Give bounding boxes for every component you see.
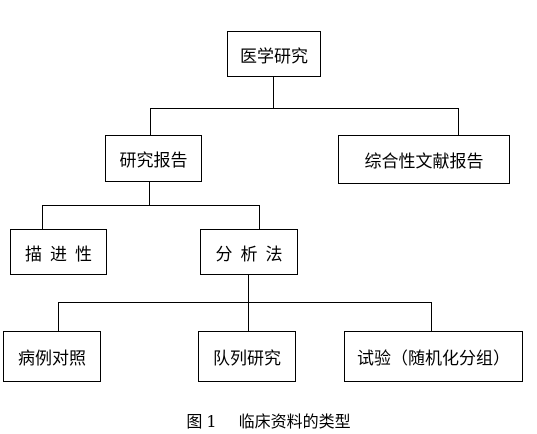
node-label: 队列研究 (213, 349, 281, 369)
node-cohort-study: 队列研究 (198, 331, 296, 382)
figure-label: 图 (186, 412, 203, 431)
node-medical-research: 医学研究 (227, 31, 321, 77)
node-label: 分析法 (215, 244, 291, 265)
node-case-control: 病例对照 (3, 331, 101, 382)
figure-number: 1 (206, 412, 217, 431)
node-randomized-trial: 试验（随机化分组） (344, 331, 523, 382)
node-label: 研究报告 (119, 151, 188, 171)
node-label: 医学研究 (240, 46, 308, 67)
node-label: 描进性 (25, 244, 100, 265)
node-label: 试验（随机化分组） (357, 349, 510, 369)
node-descriptive: 描进性 (10, 229, 107, 275)
node-research-report: 研究报告 (105, 135, 202, 182)
node-literature-review: 综合性文献报告 (338, 135, 510, 184)
node-analytical: 分析法 (200, 229, 298, 275)
figure-title: 临床资料的类型 (238, 412, 351, 431)
node-label: 病例对照 (18, 349, 86, 369)
node-label: 综合性文献报告 (364, 152, 484, 172)
